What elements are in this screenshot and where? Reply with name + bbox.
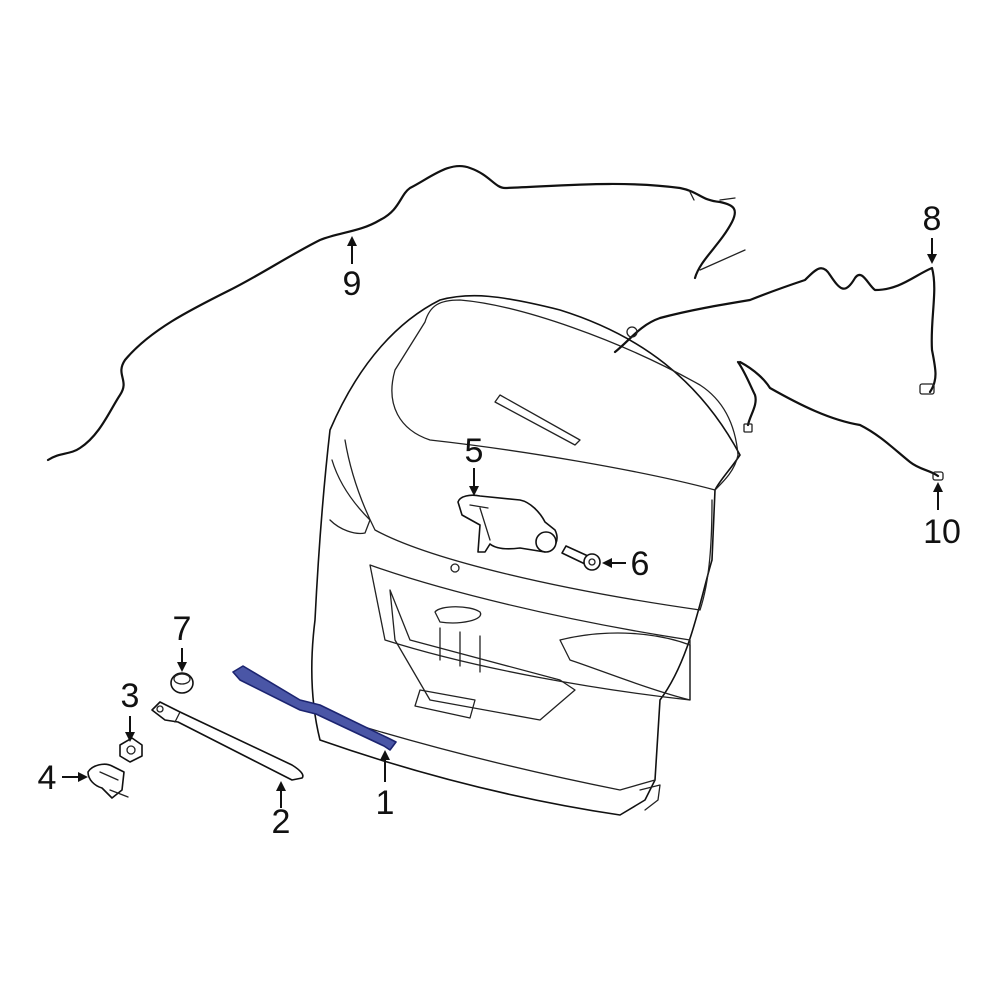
callout-2: 2	[272, 781, 291, 841]
callout-6: 6	[602, 545, 649, 583]
callout-5-label: 5	[465, 432, 484, 470]
callout-7: 7	[173, 610, 192, 672]
callout-3-label: 3	[121, 677, 140, 715]
bolt	[561, 545, 601, 571]
washer-hose-9	[46, 165, 746, 462]
callout-5: 5	[465, 432, 484, 496]
callout-9-label: 9	[343, 265, 362, 303]
callout-3: 3	[121, 677, 140, 742]
wiper-motor	[457, 494, 558, 553]
callout-1: 1	[376, 750, 395, 822]
callout-9: 9	[343, 236, 362, 303]
callout-4: 4	[38, 759, 88, 797]
wiper-blade-highlighted	[232, 665, 397, 751]
callout-10-label: 10	[923, 513, 961, 551]
clip	[87, 763, 129, 799]
callout-4-label: 4	[38, 759, 57, 797]
callout-2-label: 2	[272, 803, 291, 841]
washer-hose-8	[613, 266, 937, 395]
callout-8-label: 8	[923, 200, 942, 238]
callout-1-label: 1	[376, 784, 395, 822]
callout-10: 10	[923, 482, 961, 551]
cap	[170, 672, 194, 694]
callout-8: 8	[923, 200, 942, 264]
callout-6-label: 6	[631, 545, 650, 583]
nut	[119, 737, 143, 763]
wiper-arm	[151, 701, 304, 781]
callout-7-label: 7	[173, 610, 192, 648]
washer-hose-10	[736, 360, 944, 481]
